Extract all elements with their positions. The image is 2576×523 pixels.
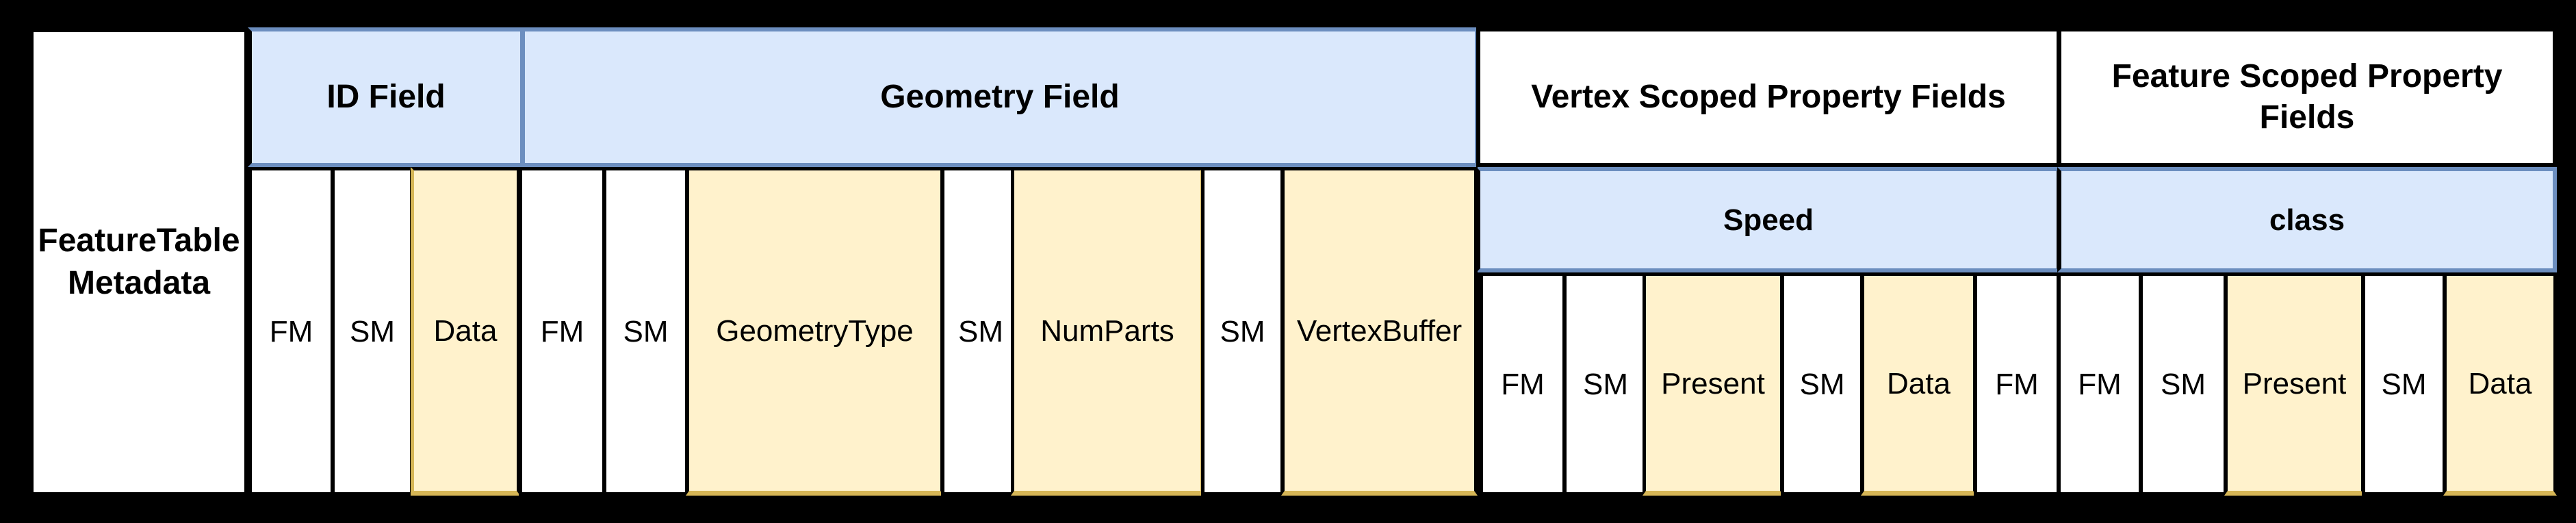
cell-vertex-fm1: FM xyxy=(1480,272,1566,496)
cell-vertex-present: Present xyxy=(1643,272,1783,496)
cell-feature-fm: FM xyxy=(2057,272,2142,496)
subheader-speed: Speed xyxy=(1476,167,2061,272)
group-header-id-field: ID Field xyxy=(248,27,524,167)
cell-geometry-numparts: NumParts xyxy=(1011,167,1204,496)
featuretable-metadata-cell: FeatureTable Metadata xyxy=(30,29,248,496)
cell-feature-data: Data xyxy=(2443,272,2557,496)
cell-geometry-sm3: SM xyxy=(1201,167,1284,496)
cell-geometry-sm2: SM xyxy=(941,167,1020,496)
cell-vertex-sm2: SM xyxy=(1781,272,1864,496)
cell-feature-sm2: SM xyxy=(2362,272,2446,496)
cell-geometry-fm: FM xyxy=(519,167,606,496)
featuretable-metadata-line1: FeatureTable xyxy=(38,222,240,259)
cell-id-sm: SM xyxy=(331,167,413,496)
subheader-class: class xyxy=(2057,167,2557,272)
featuretable-metadata-line2: Metadata xyxy=(67,265,211,301)
cell-feature-sm1: SM xyxy=(2139,272,2227,496)
group-header-vertex-scoped: Vertex Scoped Property Fields xyxy=(1476,27,2061,167)
cell-geometry-geometrytype: GeometryType xyxy=(686,167,944,496)
group-header-geometry-field: Geometry Field xyxy=(521,27,1479,167)
cell-vertex-fm2: FM xyxy=(1974,272,2060,496)
cell-id-fm: FM xyxy=(248,167,334,496)
cell-vertex-sm1: SM xyxy=(1563,272,1648,496)
cell-id-data: Data xyxy=(411,167,520,496)
group-header-feature-scoped: Feature Scoped Property Fields xyxy=(2057,27,2557,167)
cell-geometry-sm1: SM xyxy=(603,167,688,496)
cell-geometry-vertexbuffer: VertexBuffer xyxy=(1281,167,1478,496)
cell-vertex-data: Data xyxy=(1861,272,1976,496)
cell-feature-present: Present xyxy=(2224,272,2365,496)
